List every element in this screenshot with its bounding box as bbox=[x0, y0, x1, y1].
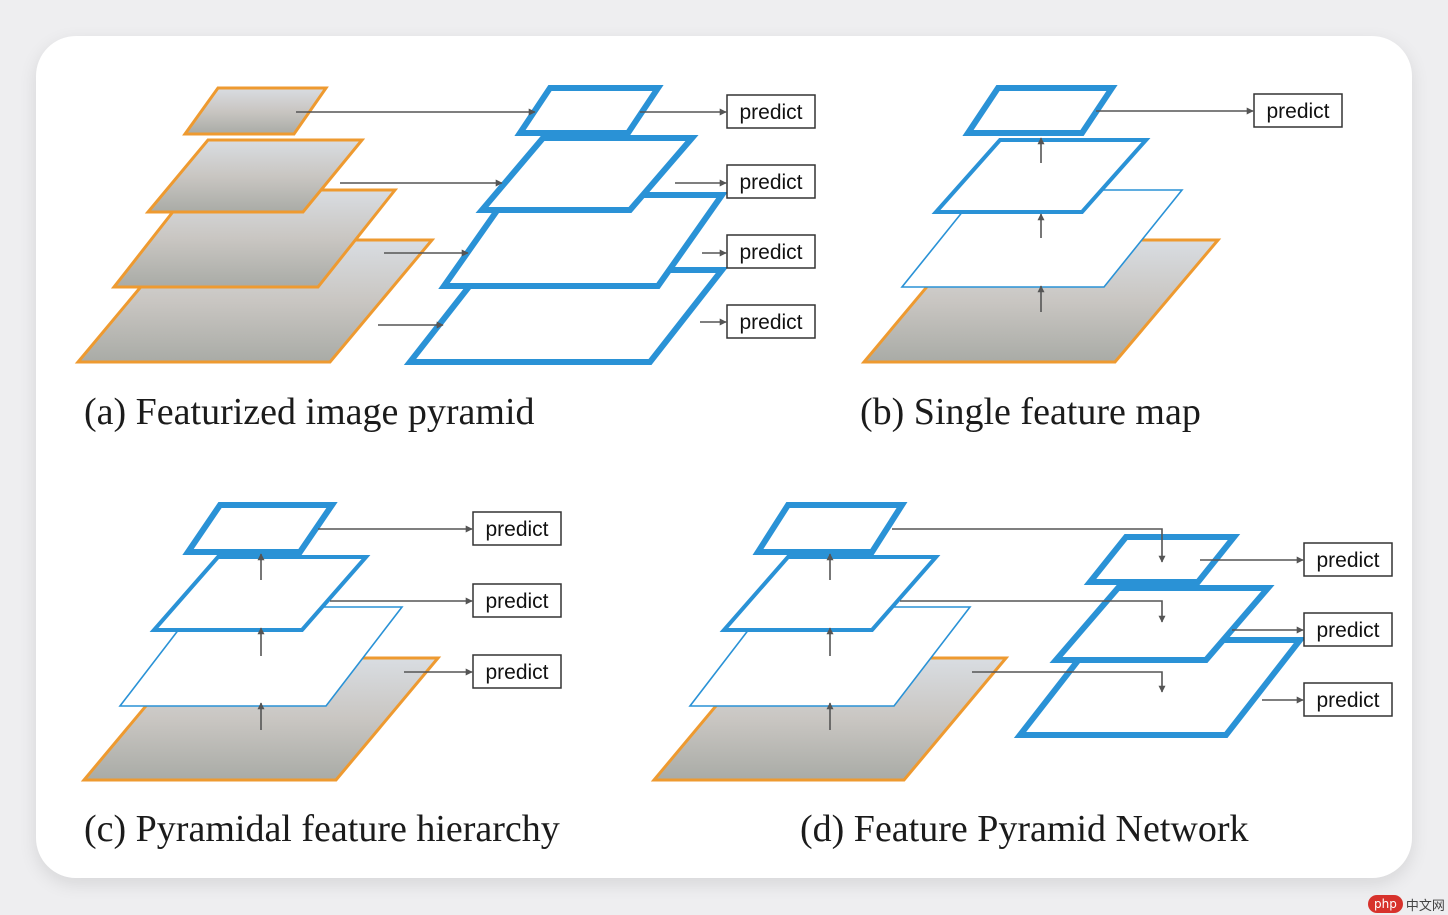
panel-a-feature-level-4 bbox=[514, 85, 664, 136]
panel-a-predict-3-box bbox=[726, 234, 816, 269]
watermark-text: 中文网 bbox=[1405, 898, 1445, 914]
panel-a-image-level-3 bbox=[144, 138, 366, 214]
panel-d-bottomup-level-2 bbox=[719, 555, 941, 632]
panel-b-predict-1-box bbox=[1253, 93, 1343, 128]
panel-d-lateral-arrow-2 bbox=[900, 600, 1166, 623]
panel-a-predict-4-box bbox=[726, 304, 816, 339]
panel-a-image-level-4 bbox=[182, 86, 329, 136]
panel-d-predict-2-label: predict bbox=[1316, 619, 1379, 642]
panel-d-predict-1-box bbox=[1303, 542, 1393, 577]
panel-c-predict-1-label: predict bbox=[485, 518, 548, 541]
panel-c-predict-1-box bbox=[472, 511, 562, 546]
diagram-shapes: predict predict predict predict predict predi… bbox=[74, 85, 1393, 782]
panel-a-predict-2-label: predict bbox=[739, 171, 802, 194]
caption-a: (a) Featurized image pyramid bbox=[84, 391, 535, 433]
panel-c-predict-2-box bbox=[472, 583, 562, 618]
panel-d-predict-3-label: predict bbox=[1316, 689, 1379, 712]
panel-c-predict-3-label: predict bbox=[485, 661, 548, 684]
panel-d-topdown-level-2 bbox=[1049, 585, 1275, 663]
panel-c-predict-2-label: predict bbox=[485, 590, 548, 613]
site-watermark: php 中文网 bbox=[1368, 893, 1445, 915]
panel-c-predict-3-box bbox=[472, 654, 562, 689]
panel-d-predict-2-box bbox=[1303, 612, 1393, 647]
panel-d-lateral-arrow-3 bbox=[892, 528, 1166, 563]
caption-c: (c) Pyramidal feature hierarchy bbox=[84, 808, 560, 850]
panel-d-predict-3-box bbox=[1303, 682, 1393, 717]
panel-a-feature-level-3 bbox=[475, 135, 699, 213]
panel-d-lateral-arrow-1 bbox=[972, 671, 1166, 693]
panel-b-feature-level-3 bbox=[962, 85, 1118, 136]
panel-a-predict-3-label: predict bbox=[739, 241, 802, 264]
watermark-badge: php bbox=[1368, 895, 1403, 913]
panel-c-feature-level-3 bbox=[182, 502, 338, 555]
panel-a-predict-4-label: predict bbox=[739, 311, 802, 334]
panel-d-bottomup-level-3 bbox=[752, 502, 908, 555]
caption-d: (d) Feature Pyramid Network bbox=[800, 808, 1249, 850]
panel-a-predict-1-label: predict bbox=[739, 101, 802, 124]
panel-b-predict-1-label: predict bbox=[1266, 100, 1329, 123]
panel-b-feature-level-2 bbox=[931, 138, 1151, 214]
panel-c-feature-level-2 bbox=[149, 555, 371, 632]
panel-a-predict-2-box bbox=[726, 164, 816, 199]
panel-d-predict-1-label: predict bbox=[1316, 549, 1379, 572]
caption-b: (b) Single feature map bbox=[860, 391, 1201, 433]
panel-a-predict-1-box bbox=[726, 94, 816, 129]
